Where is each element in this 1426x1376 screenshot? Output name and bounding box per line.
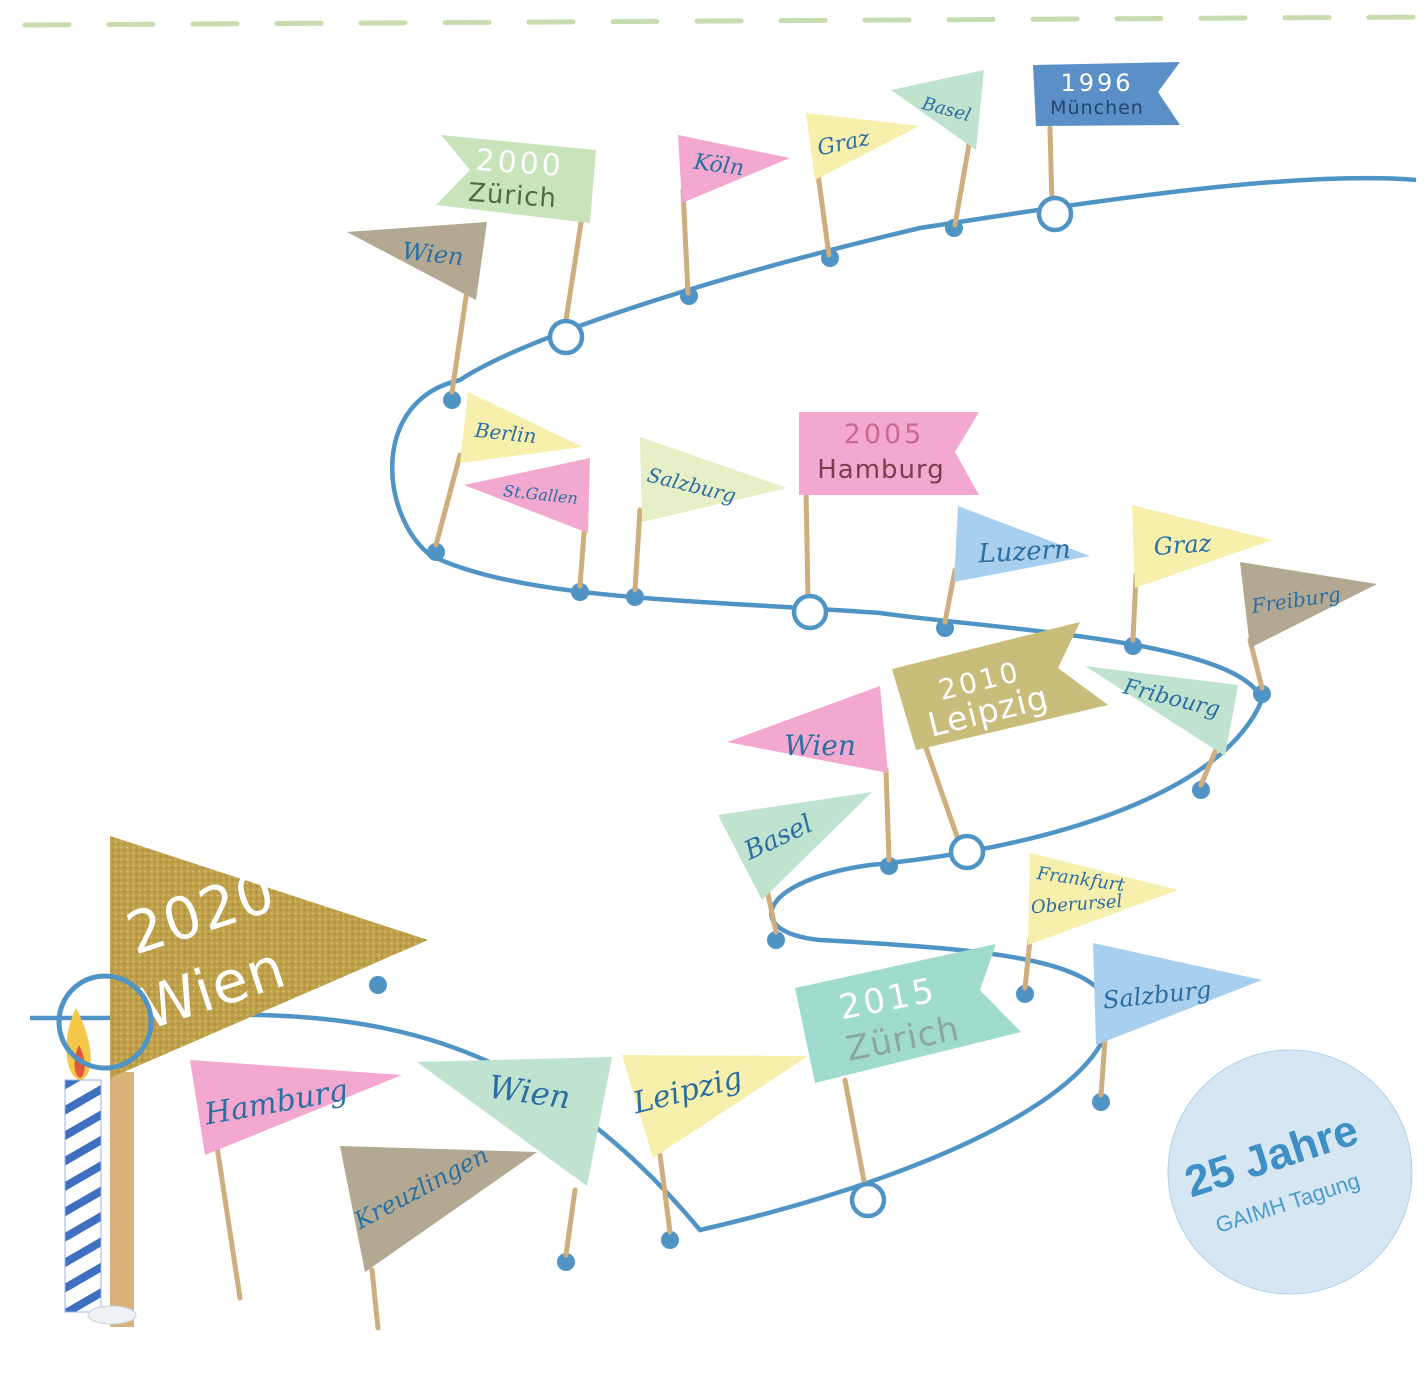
timeline-dot — [443, 391, 461, 409]
milestone-marker-2015 — [849, 1181, 887, 1219]
flag-2005-hamburg: 2005 Hamburg — [799, 412, 979, 601]
flag-salzburg-low: Salzburg — [1093, 943, 1262, 1098]
flag-frankfurt-oberursel: Frankfurt Oberursel — [1022, 853, 1178, 991]
flag-freiburg: Freiburg — [1240, 562, 1377, 691]
milestone-marker-1996 — [1036, 195, 1074, 233]
flag-label: Wien — [784, 729, 856, 762]
timeline-dot — [1124, 637, 1142, 655]
timeline-dot — [557, 1253, 575, 1271]
timeline-dot — [945, 219, 963, 237]
flag-city: München — [1050, 97, 1144, 119]
timeline-dot — [1092, 1093, 1110, 1111]
flag-basel-top: Basel — [891, 70, 984, 228]
start-marker — [56, 973, 154, 1071]
timeline-dot — [680, 287, 698, 305]
flag-wien-low: Wien — [417, 1057, 612, 1258]
flag-salzburg-mid: Salzburg — [632, 437, 787, 593]
dashed-top-border — [22, 14, 1426, 28]
flag-year: 2005 — [844, 419, 925, 450]
flag-1996-muenchen: 1996 München — [1033, 62, 1180, 208]
anniversary-badge: 25 Jahre GAIMH Tagung — [1167, 1049, 1413, 1295]
flag-city: Zürich — [467, 178, 558, 214]
flag-luzern: Luzern — [942, 506, 1090, 625]
timeline-dot — [821, 249, 839, 267]
flag-wien-top: Wien — [347, 222, 487, 395]
flag-fribourg: Fribourg — [1085, 666, 1238, 788]
timeline-dot — [427, 543, 445, 561]
flag-year: 1996 — [1060, 69, 1133, 97]
flag-berlin: Berlin — [433, 392, 583, 548]
flag-graz-mid: Graz — [1130, 505, 1272, 643]
milestone-markers — [547, 195, 1074, 1219]
timeline-dot — [1016, 985, 1034, 1003]
flag-city: Hamburg — [817, 455, 945, 485]
flag-stgallen: St.Gallen — [464, 458, 590, 589]
birthday-candle — [64, 1008, 137, 1325]
timeline-dot — [936, 619, 954, 637]
flag-2020-wien: 2020 Wien — [110, 836, 428, 1327]
timeline-dot — [767, 931, 785, 949]
timeline-dot — [571, 583, 589, 601]
timeline-dot — [661, 1231, 679, 1249]
timeline-dot — [1192, 781, 1210, 799]
flag-basel-low: Basel — [718, 792, 872, 935]
timeline-dot — [369, 976, 387, 994]
timeline-dot — [626, 588, 644, 606]
flag-leipzig-low: Leipzig — [622, 1055, 808, 1235]
flag-label: Graz — [1153, 529, 1213, 561]
flag-2010-leipzig: 2010 Leipzig — [892, 622, 1108, 848]
flag-pole — [110, 1072, 134, 1327]
flag-wien-mid: Wien — [727, 686, 892, 863]
flag-label: Luzern — [977, 535, 1072, 570]
milestone-marker-2005 — [791, 593, 829, 631]
flag-koeln: Köln — [678, 135, 790, 296]
flag-2000-zuerich: 2000 Zürich — [436, 135, 596, 323]
milestone-marker-2010 — [948, 833, 986, 871]
flag-year: 2000 — [474, 143, 565, 184]
flag-label: Wien — [401, 237, 465, 271]
timeline-dot — [1253, 685, 1271, 703]
flag-2015-zuerich: 2015 Zürich — [795, 944, 1021, 1195]
flag-kreuzlingen: Kreuzlingen — [340, 1141, 537, 1331]
milestone-marker-2000 — [547, 318, 585, 356]
timeline-dots — [234, 219, 1271, 1271]
timeline-dot — [880, 857, 898, 875]
